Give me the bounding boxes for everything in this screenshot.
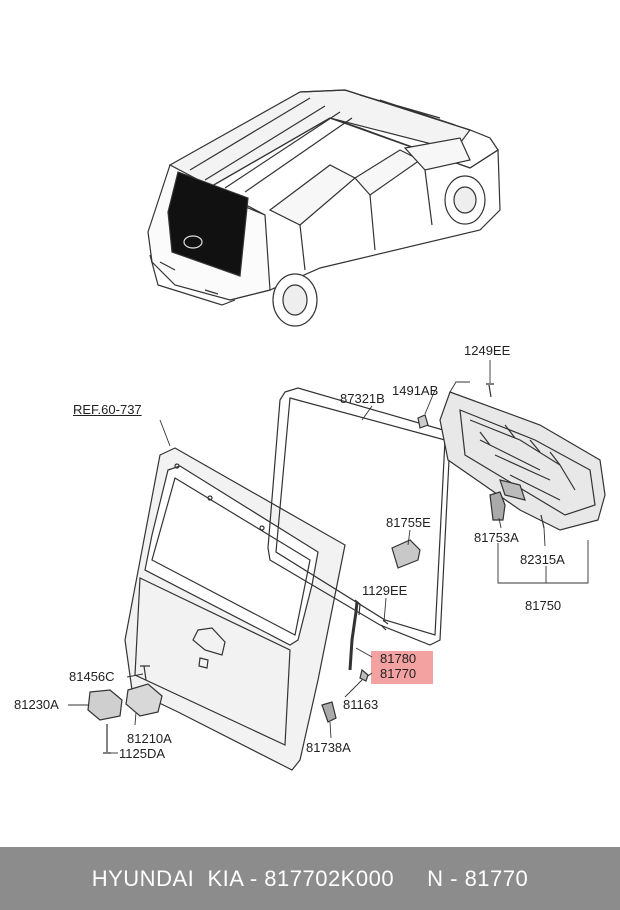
tailgate-panel bbox=[124, 447, 346, 771]
part-label-81163: 81163 bbox=[343, 697, 379, 712]
highlight-box bbox=[371, 651, 433, 684]
footer-spacer bbox=[394, 866, 427, 892]
footer-brand-text: HYUNDAI KIA - 817702K000 bbox=[91, 865, 395, 891]
diagram-drawing bbox=[68, 89, 606, 771]
part-label-81753a: 81753A bbox=[474, 530, 519, 545]
trim-panel bbox=[439, 391, 606, 531]
car-illustration bbox=[147, 89, 501, 327]
small-parts bbox=[87, 383, 545, 754]
footer-banner: HYUNDAI KIA - 817702K000 N - 81770 bbox=[0, 847, 620, 910]
part-label-81738a: 81738A bbox=[306, 740, 351, 755]
part-label-81750: 81750 bbox=[525, 598, 562, 613]
part-label-1249ee: 1249EE bbox=[464, 343, 511, 358]
part-label-81755e: 81755E bbox=[386, 515, 431, 530]
part-label-1125da: 1125DA bbox=[119, 746, 166, 761]
part-label-87321b: 87321B bbox=[340, 391, 385, 406]
part-label-81230a: 81230A bbox=[14, 697, 59, 712]
part-label-82315a: 82315A bbox=[520, 552, 565, 567]
part-label-81210a: 81210A bbox=[127, 731, 172, 746]
footer-part-text: N - 81770 bbox=[427, 865, 529, 891]
part-label-81456c: 81456C bbox=[69, 669, 115, 684]
part-label-81780: 81780 bbox=[380, 651, 417, 666]
part-label-1491ab: 1491AB bbox=[392, 383, 439, 398]
leader-lines bbox=[68, 360, 589, 754]
ref-label: REF.60-737 bbox=[73, 402, 142, 417]
weatherstrip bbox=[267, 387, 451, 646]
part-label-81770: 81770 bbox=[380, 666, 417, 681]
part-label-1129ee: 1129EE bbox=[362, 583, 408, 598]
